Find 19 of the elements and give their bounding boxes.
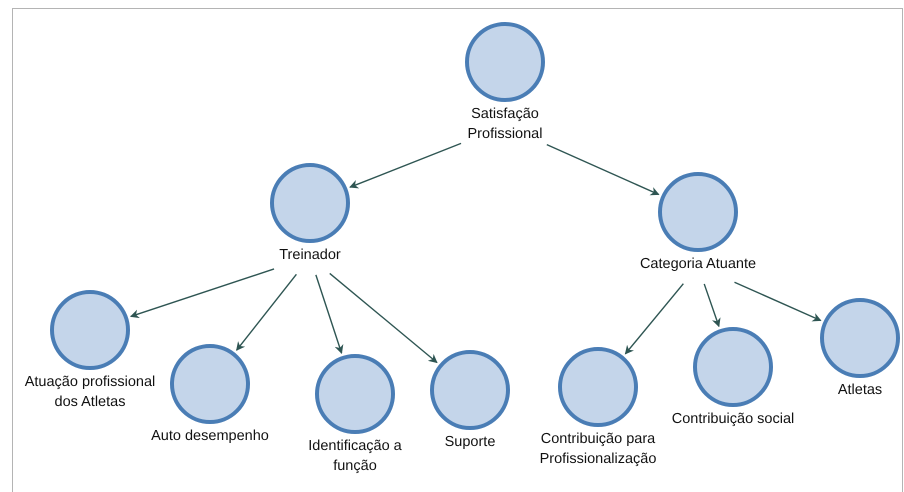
node-label: Auto desempenho [150, 427, 270, 446]
arrow [624, 283, 684, 355]
arrow [546, 144, 660, 196]
node-label: Contribuição social [670, 410, 796, 429]
arrow [315, 274, 344, 354]
node-label: Treinador [278, 246, 342, 265]
arrow [704, 284, 721, 328]
node-label: Satisfação Profissional [466, 105, 544, 144]
node-label: Contribuição para Profissionalização [538, 430, 658, 469]
arrow [734, 282, 822, 322]
arrow [130, 268, 274, 318]
node-label: Atuação profissional dos Atletas [24, 373, 156, 412]
arrow [349, 142, 462, 188]
arrow [329, 272, 438, 364]
arrow [236, 274, 297, 351]
node-label: Atletas [836, 381, 884, 400]
node-label: Categoria Atuante [638, 255, 758, 274]
node-label: Suporte [444, 433, 496, 452]
node-label: Identificação a função [307, 437, 403, 476]
